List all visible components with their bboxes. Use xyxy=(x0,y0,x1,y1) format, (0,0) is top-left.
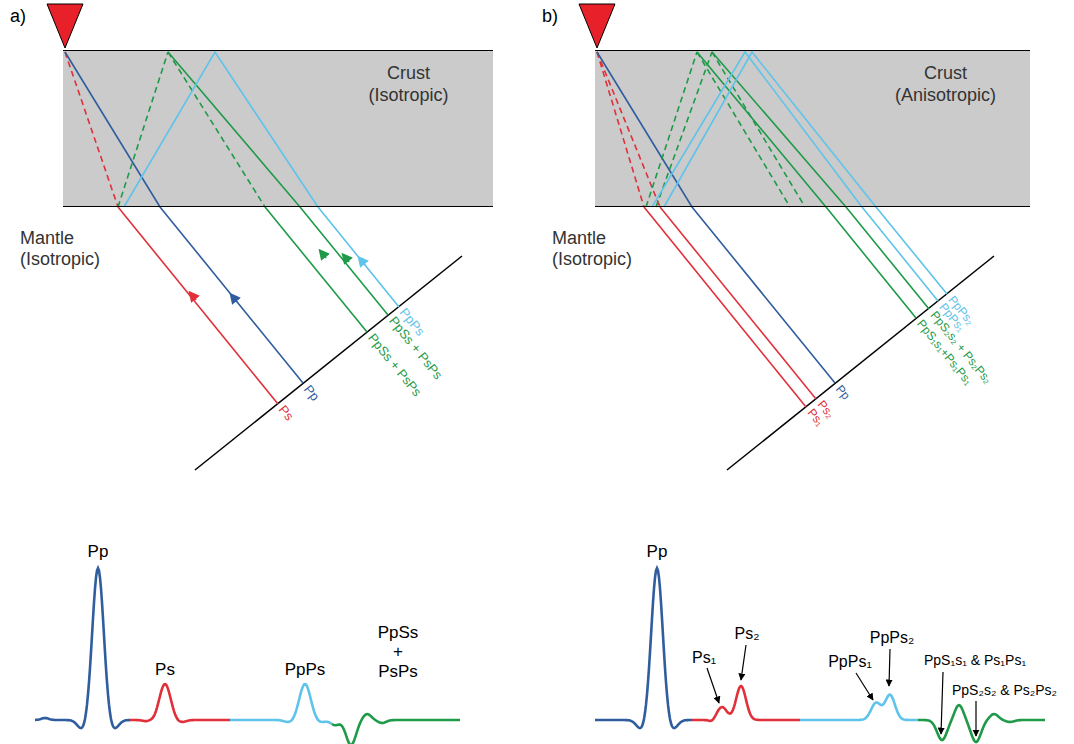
station-symbol xyxy=(579,4,615,48)
phase-label: PpPs₁ xyxy=(828,653,872,671)
station-symbol xyxy=(47,4,83,48)
phase-label: PpSs + PsPs xyxy=(376,623,420,682)
panel-letter: b) xyxy=(542,6,558,27)
layer-label: Crust (Anisotropic) xyxy=(883,63,1008,106)
rays-a xyxy=(65,52,399,404)
phase-label: Pp xyxy=(88,542,109,562)
layer-label: Mantle (Isotropic) xyxy=(20,228,130,269)
ray-label: Pp xyxy=(833,383,853,403)
phase-label: Pp xyxy=(647,542,668,562)
panel-letter: a) xyxy=(10,6,26,27)
crust-ground xyxy=(63,50,493,207)
phase-label: Ps xyxy=(155,660,175,680)
crust-band: Crust (Anisotropic) xyxy=(595,50,1030,207)
waveform xyxy=(35,568,1045,744)
ray-label: Pp xyxy=(300,382,322,404)
waveform-trace xyxy=(692,686,800,721)
layer-label: Crust (Isotropic) xyxy=(346,63,471,106)
layer-label: Mantle (Isotropic) xyxy=(552,228,662,269)
waveform-trace xyxy=(230,684,332,724)
receiver-line xyxy=(195,256,462,470)
phase-label: PpPs₂ xyxy=(870,629,914,647)
ray-label: Ps xyxy=(275,403,296,424)
rays-b xyxy=(597,52,947,407)
waveform-trace xyxy=(800,695,918,720)
phase-label: PpS₂s₂ & Ps₂Ps₂ xyxy=(952,682,1057,698)
waveform-trace xyxy=(595,568,692,728)
phase-label: PpS₁s₁ & Ps₁Ps₁ xyxy=(924,652,1026,668)
phase-label: Ps₂ xyxy=(735,625,760,643)
waveform-trace xyxy=(130,684,230,722)
waveform-trace xyxy=(332,714,460,744)
waveform-trace xyxy=(35,568,130,728)
crust-band: Crust (Isotropic) xyxy=(63,50,493,207)
receiver-line xyxy=(727,256,994,470)
phase-label: PpPs xyxy=(285,660,326,680)
waveform-trace xyxy=(918,705,1045,742)
phase-label: Ps₁ xyxy=(692,649,716,667)
